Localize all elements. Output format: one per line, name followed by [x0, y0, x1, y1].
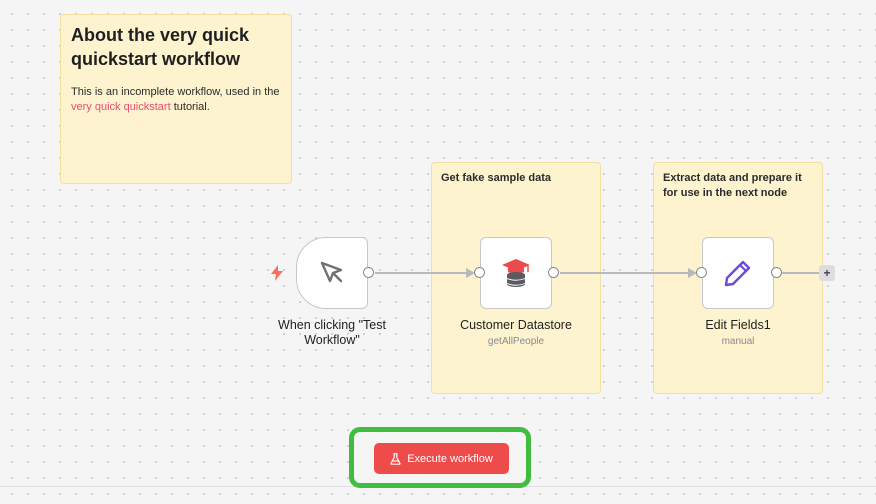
customer-datastore-node[interactable]	[480, 237, 552, 309]
sticky-note-text-end: tutorial.	[170, 101, 210, 113]
pen-icon	[724, 260, 751, 287]
add-node-button[interactable]: +	[819, 265, 835, 281]
edit-node-label: Edit Fields1	[705, 318, 771, 332]
quickstart-link[interactable]: very quick quickstart	[71, 101, 171, 113]
edit-output-port[interactable]	[771, 267, 782, 278]
sticky-note-about[interactable]: About the very quick quickstart workflow…	[60, 14, 292, 184]
database-icon	[502, 259, 530, 287]
connection-trigger-to-datastore[interactable]	[375, 268, 475, 278]
datastore-node-subtitle: getAllPeople	[487, 336, 545, 347]
edit-fields-node[interactable]	[702, 237, 774, 309]
connection-datastore-to-edit[interactable]	[560, 268, 697, 278]
flask-icon	[390, 452, 401, 465]
execute-workflow-label: Execute workflow	[407, 452, 493, 465]
datastore-input-port[interactable]	[474, 267, 485, 278]
edit-input-port[interactable]	[696, 267, 707, 278]
sticky-note-title: Get fake sample data	[441, 172, 552, 184]
sticky-note-title: About the very quick quickstart workflow	[71, 25, 250, 69]
trigger-output-port[interactable]	[363, 267, 374, 278]
sticky-note-sample-data[interactable]: Get fake sample data	[431, 162, 601, 394]
sticky-note-text-start: This is an incomplete workflow, used in …	[71, 86, 280, 98]
datastore-node-label: Customer Datastore	[460, 318, 572, 332]
lightning-bolt-icon	[271, 265, 283, 281]
execute-workflow-button[interactable]: Execute workflow	[374, 443, 509, 474]
sticky-note-text: This is an incomplete workflow, used in …	[71, 85, 281, 115]
trigger-node[interactable]	[296, 237, 368, 309]
datastore-output-port[interactable]	[548, 267, 559, 278]
edit-node-subtitle: manual	[721, 336, 755, 347]
cursor-click-icon	[320, 261, 343, 283]
trigger-node-label: When clicking "Test Workflow"	[278, 318, 386, 347]
sticky-note-title: Extract data and prepare it for use in t…	[663, 172, 802, 199]
